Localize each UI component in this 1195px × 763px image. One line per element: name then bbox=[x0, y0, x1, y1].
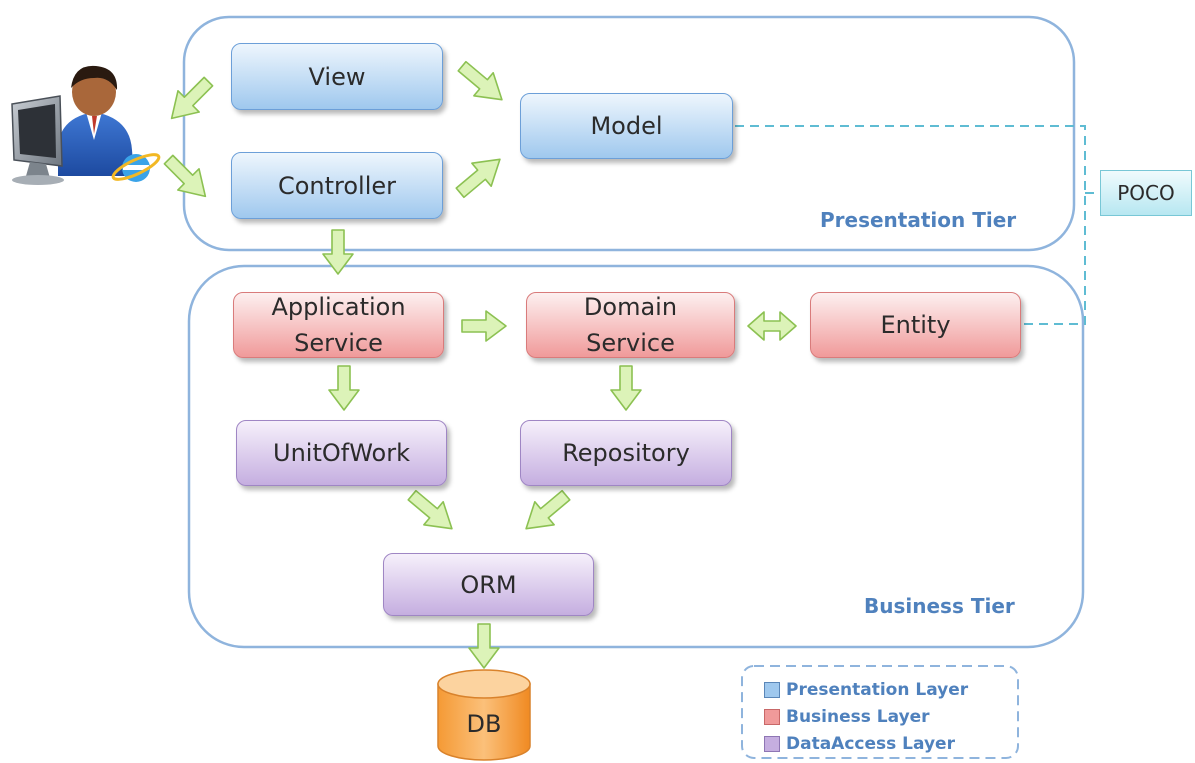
legend-swatch-business bbox=[764, 709, 780, 725]
user-at-computer-icon bbox=[11, 65, 134, 185]
legend-swatch-presentation bbox=[764, 682, 780, 698]
arrow-controller-to-model bbox=[455, 158, 501, 199]
unitofwork-box[interactable]: UnitOfWork bbox=[236, 420, 447, 486]
database-icon bbox=[437, 669, 531, 761]
arrow-application-to-domain-service bbox=[461, 310, 507, 342]
legend-label-dataaccess: DataAccess Layer bbox=[786, 734, 955, 754]
arrow-user-to-controller bbox=[163, 154, 207, 198]
arrow-controller-to-application-service bbox=[322, 229, 354, 275]
arrow-domain-service-to-repository bbox=[610, 365, 642, 411]
entity-box[interactable]: Entity bbox=[810, 292, 1021, 358]
application-service-box[interactable]: Application Service bbox=[233, 292, 444, 358]
legend-swatch-dataaccess bbox=[764, 736, 780, 752]
view-box[interactable]: View bbox=[231, 43, 443, 110]
arrow-repository-to-orm bbox=[525, 489, 571, 530]
model-box[interactable]: Model bbox=[520, 93, 733, 159]
arrow-application-service-to-unitofwork bbox=[328, 365, 360, 411]
domain-service-box[interactable]: Domain Service bbox=[526, 292, 735, 358]
db-label: DB bbox=[466, 710, 502, 738]
legend-label-business: Business Layer bbox=[786, 707, 930, 727]
orm-box[interactable]: ORM bbox=[383, 553, 594, 616]
arrow-domain-service-entity bbox=[747, 311, 797, 341]
controller-box[interactable]: Controller bbox=[231, 152, 443, 219]
legend-frame bbox=[741, 665, 1019, 759]
poco-connector bbox=[735, 125, 1100, 325]
repository-box[interactable]: Repository bbox=[520, 420, 732, 486]
presentation-tier-label: Presentation Tier bbox=[820, 208, 1017, 232]
arrow-unitofwork-to-orm bbox=[407, 489, 453, 530]
legend-label-presentation: Presentation Layer bbox=[786, 680, 969, 700]
internet-explorer-icon bbox=[111, 153, 161, 182]
arrow-view-to-model bbox=[457, 60, 503, 101]
business-tier-label: Business Tier bbox=[864, 594, 1015, 618]
business-tier-container bbox=[187, 264, 1085, 649]
arrow-view-to-user bbox=[170, 76, 214, 120]
arrow-orm-to-db bbox=[468, 623, 500, 669]
flow-arrows bbox=[163, 60, 797, 669]
presentation-tier-container bbox=[182, 15, 1076, 252]
poco-box[interactable]: POCO bbox=[1100, 170, 1192, 216]
